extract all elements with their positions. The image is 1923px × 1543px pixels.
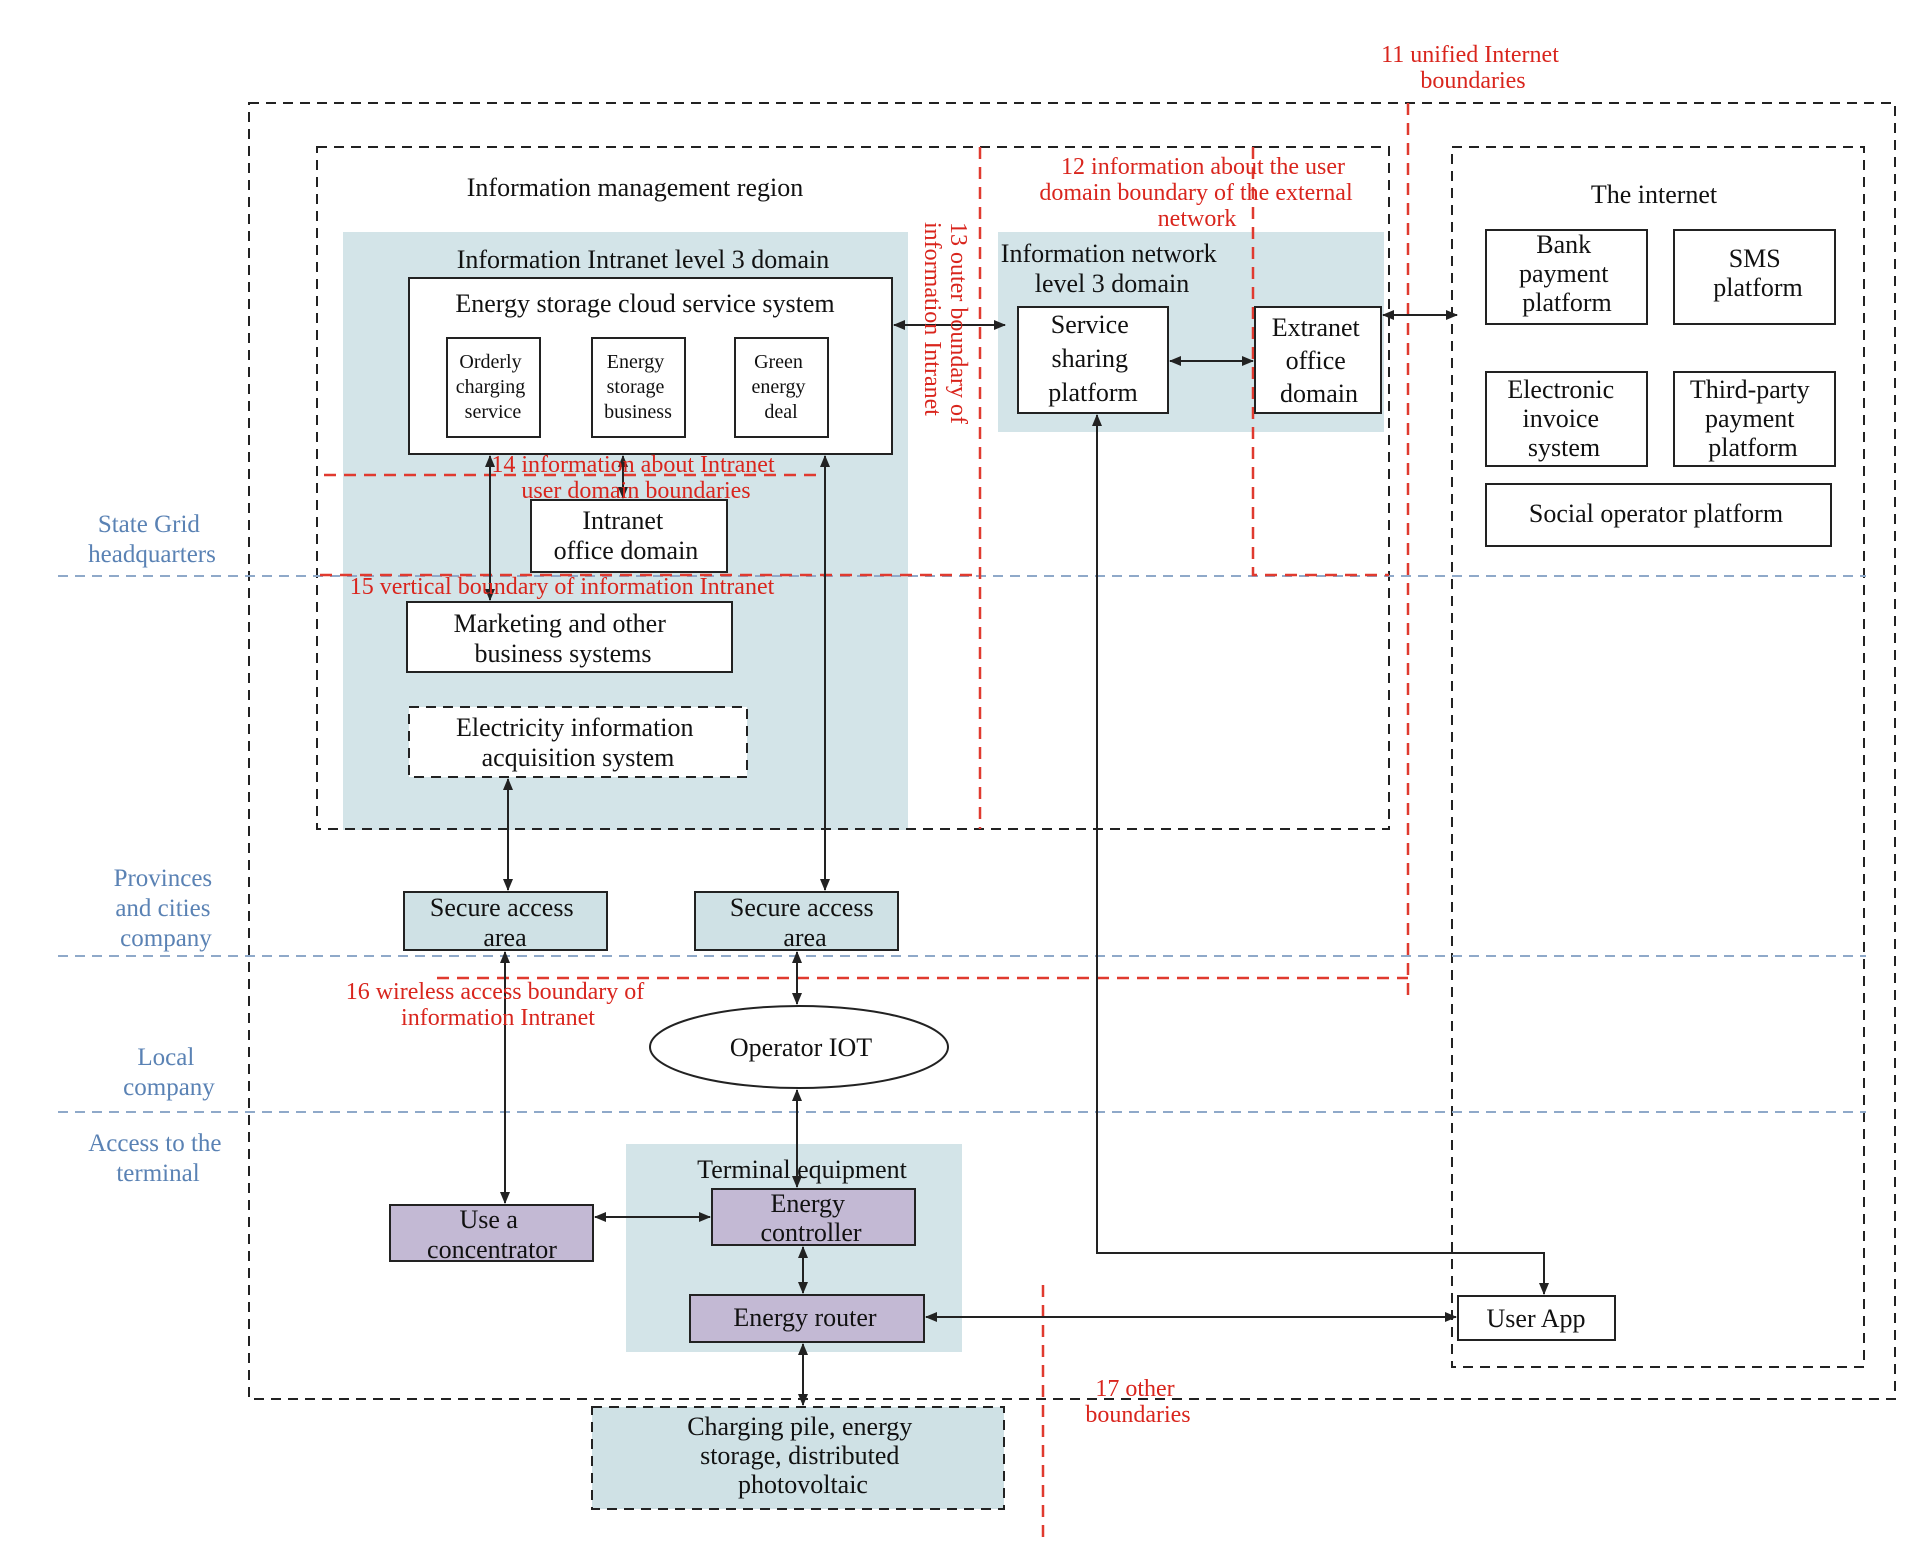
energy-router-label: Energy router	[733, 1303, 877, 1332]
energy-storage-business-box	[591, 337, 686, 438]
connectors	[485, 310, 1549, 1406]
boundary-15-label: 15 vertical boundary of information Intr…	[350, 574, 775, 600]
marketing-box	[406, 601, 733, 673]
tier-hq-label: State Grid headquarters	[88, 511, 216, 568]
concentrator-box	[389, 1204, 594, 1262]
service-sharing-label: Service sharing platform	[1048, 310, 1138, 407]
thirdparty-label: Third-party payment platform	[1690, 375, 1816, 462]
boundary-11-label: 11 unified Internet boundaries	[1381, 42, 1565, 94]
marketing-label: Marketing and other business systems	[454, 609, 673, 668]
bank-payment-box	[1485, 229, 1648, 325]
orderly-charging-box	[446, 337, 541, 438]
intranet-office-box	[530, 499, 728, 573]
service-sharing-box	[1017, 306, 1169, 414]
network-l3-label: Information network level 3 domain	[1001, 239, 1223, 298]
concentrator-label: Use a concentrator	[427, 1205, 557, 1264]
secure-access-2-label: Secure access area	[730, 893, 880, 952]
boundary-16-label: 16 wireless access boundary of informati…	[346, 979, 651, 1031]
energy-storage-business-label: Energy storage business	[604, 351, 672, 423]
charging-pile-box	[591, 1406, 1005, 1510]
green-energy-label: Green energy deal	[751, 351, 810, 423]
energy-router-box	[689, 1294, 925, 1343]
operator-iot-label: Operator IOT	[730, 1033, 872, 1062]
secure-access-2-box	[694, 891, 899, 951]
bank-payment-label: Bank payment platform	[1519, 230, 1615, 317]
cloud-service-label: Energy storage cloud service system	[455, 289, 834, 318]
secure-access-1-box	[403, 891, 608, 951]
acquisition-box	[408, 706, 748, 778]
extranet-office-label: Extranet office domain	[1272, 313, 1367, 408]
extranet-office-box	[1254, 306, 1382, 414]
green-energy-box	[734, 337, 829, 438]
user-app-label: User App	[1487, 1304, 1586, 1333]
intranet-office-label: Intranet office domain	[554, 506, 699, 565]
social-operator-label: Social operator platform	[1529, 499, 1783, 528]
terminal-equipment-label: Terminal equipment	[697, 1155, 908, 1184]
thirdparty-box	[1673, 371, 1836, 467]
boundary-12-label: 12 information about the user domain bou…	[1039, 154, 1358, 232]
info-mgmt-label: Information management region	[467, 173, 803, 202]
internet-label: The internet	[1591, 180, 1718, 209]
tier-local-label: Local company	[123, 1044, 215, 1101]
acquisition-label: Electricity information acquisition syst…	[456, 713, 700, 772]
boundary-17-label: 17 other boundaries	[1085, 1376, 1190, 1428]
charging-pile-label: Charging pile, energy storage, distribut…	[687, 1412, 919, 1499]
energy-controller-label: Energy controller	[760, 1189, 861, 1247]
tier-access-label: Access to the terminal	[88, 1130, 228, 1187]
orderly-charging-label: Orderly charging service	[456, 351, 531, 423]
secure-access-1-label: Secure access area	[430, 893, 580, 952]
operator-iot-node	[649, 1005, 949, 1089]
intranet-l3-label: Information Intranet level 3 domain	[457, 245, 830, 274]
outer-boundary	[248, 102, 1896, 1400]
sms-label: SMS platform	[1713, 244, 1803, 302]
user-app-box	[1457, 1295, 1616, 1341]
sms-box	[1673, 229, 1836, 325]
internet-region	[1451, 146, 1865, 1368]
tier-provinces-label: Provinces and cities company	[114, 865, 219, 952]
energy-controller-box	[711, 1188, 916, 1246]
boundary-13-label: 13 outer boundary of information Intrane…	[919, 222, 971, 430]
conn-sharing-userapp	[1092, 414, 1549, 1295]
boundary-14-label: 14 information about Intranet user domai…	[491, 452, 780, 504]
